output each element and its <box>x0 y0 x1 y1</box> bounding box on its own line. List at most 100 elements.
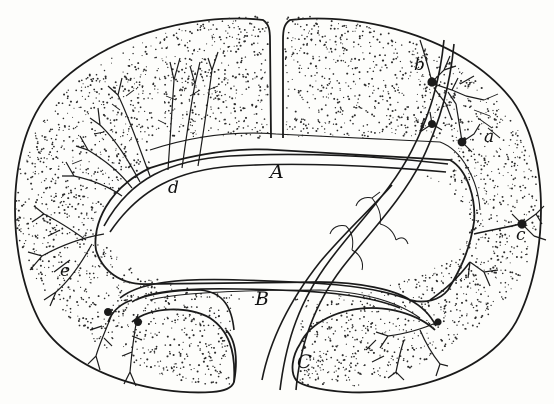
stipple-dot <box>366 124 368 126</box>
stipple-dot <box>197 24 199 26</box>
stipple-dot <box>61 147 63 149</box>
stipple-dot <box>116 257 117 258</box>
stipple-dot <box>425 95 427 97</box>
stipple-dot <box>287 17 289 19</box>
stipple-dot <box>435 347 437 349</box>
stipple-dot <box>97 316 99 318</box>
stipple-dot <box>522 185 523 186</box>
stipple-dot <box>176 313 178 315</box>
stipple-dot <box>49 130 51 132</box>
stipple-dot <box>500 245 501 246</box>
stipple-dot <box>449 101 450 102</box>
stipple-dot <box>227 32 228 33</box>
stipple-dot <box>303 44 305 46</box>
stipple-dot <box>117 300 119 302</box>
stipple-dot <box>233 21 234 22</box>
stipple-dot <box>240 109 242 111</box>
stipple-dot <box>132 105 134 107</box>
stipple-dot <box>136 126 138 128</box>
stipple-dot <box>173 338 175 340</box>
stipple-dot <box>480 213 481 214</box>
stipple-dot <box>397 102 398 103</box>
stipple-dot <box>104 318 105 319</box>
stipple-dot <box>350 88 351 89</box>
stipple-dot <box>143 310 144 311</box>
stipple-dot <box>148 134 150 136</box>
stipple-dot <box>148 161 150 163</box>
stipple-dot <box>221 343 222 344</box>
stipple-dot <box>125 76 127 78</box>
stipple-dot <box>137 87 138 88</box>
stipple-dot <box>152 313 153 314</box>
stipple-dot <box>212 366 213 367</box>
stipple-dot <box>359 35 361 37</box>
stipple-dot <box>164 319 165 320</box>
stipple-dot <box>185 67 187 69</box>
stipple-dot <box>347 334 349 336</box>
stipple-dot <box>17 192 19 194</box>
stipple-dot <box>451 83 453 85</box>
stipple-dot <box>206 62 208 64</box>
stipple-dot <box>234 77 236 79</box>
stipple-dot <box>52 246 54 248</box>
stipple-dot <box>370 350 371 351</box>
stipple-dot <box>389 97 391 99</box>
stipple-dot <box>110 264 111 265</box>
stipple-dot <box>260 102 261 103</box>
stipple-dot <box>510 210 512 212</box>
stipple-dot <box>301 35 302 36</box>
stipple-dot <box>516 256 518 258</box>
stipple-dot <box>350 366 352 368</box>
stipple-dot <box>500 261 502 263</box>
stipple-dot <box>342 43 343 44</box>
stipple-dot <box>164 297 166 299</box>
stipple-dot <box>460 286 461 287</box>
stipple-dot <box>354 339 355 340</box>
tract-to-c <box>474 224 520 234</box>
stipple-dot <box>151 286 153 288</box>
stipple-dot <box>466 82 468 84</box>
stipple-dot <box>192 125 193 126</box>
stipple-dot <box>156 334 158 336</box>
stipple-dot <box>117 153 119 155</box>
stipple-dot <box>385 64 387 66</box>
neuron-cell-b <box>428 78 436 86</box>
stipple-dot <box>56 234 57 235</box>
stipple-dot <box>69 215 70 216</box>
stipple-dot <box>76 126 77 127</box>
stipple-dot <box>211 109 212 110</box>
stipple-dot <box>242 76 244 78</box>
stipple-dot <box>230 336 232 338</box>
stipple-dot <box>103 139 104 140</box>
stipple-dot <box>315 44 316 45</box>
stipple-dot <box>191 343 192 344</box>
stipple-dot <box>170 99 171 100</box>
stipple-dot <box>389 104 391 106</box>
stipple-dot <box>331 304 333 306</box>
stipple-dot <box>117 179 118 180</box>
stipple-dot <box>482 226 483 227</box>
stipple-dot <box>58 206 60 208</box>
stipple-dot <box>320 355 321 356</box>
stipple-dot <box>79 274 81 276</box>
stipple-dot <box>91 304 92 305</box>
stipple-dot <box>116 119 118 121</box>
stipple-dot <box>144 362 145 363</box>
stipple-dot <box>526 248 528 250</box>
label-c: c <box>516 225 526 245</box>
stipple-dot <box>33 172 34 173</box>
stipple-dot <box>186 113 188 115</box>
lower-band <box>150 290 420 318</box>
stipple-dot <box>451 260 453 262</box>
stipple-dot <box>193 334 195 336</box>
stipple-dot <box>86 270 87 271</box>
stipple-dot <box>298 17 300 19</box>
stipple-dot <box>298 67 300 69</box>
stipple-dot <box>480 179 481 180</box>
stipple-dot <box>87 197 88 198</box>
stipple-dot <box>195 324 196 325</box>
stipple-dot <box>261 99 263 101</box>
stipple-dot <box>81 297 82 298</box>
stipple-dot <box>258 95 259 96</box>
stipple-dot <box>247 73 249 75</box>
